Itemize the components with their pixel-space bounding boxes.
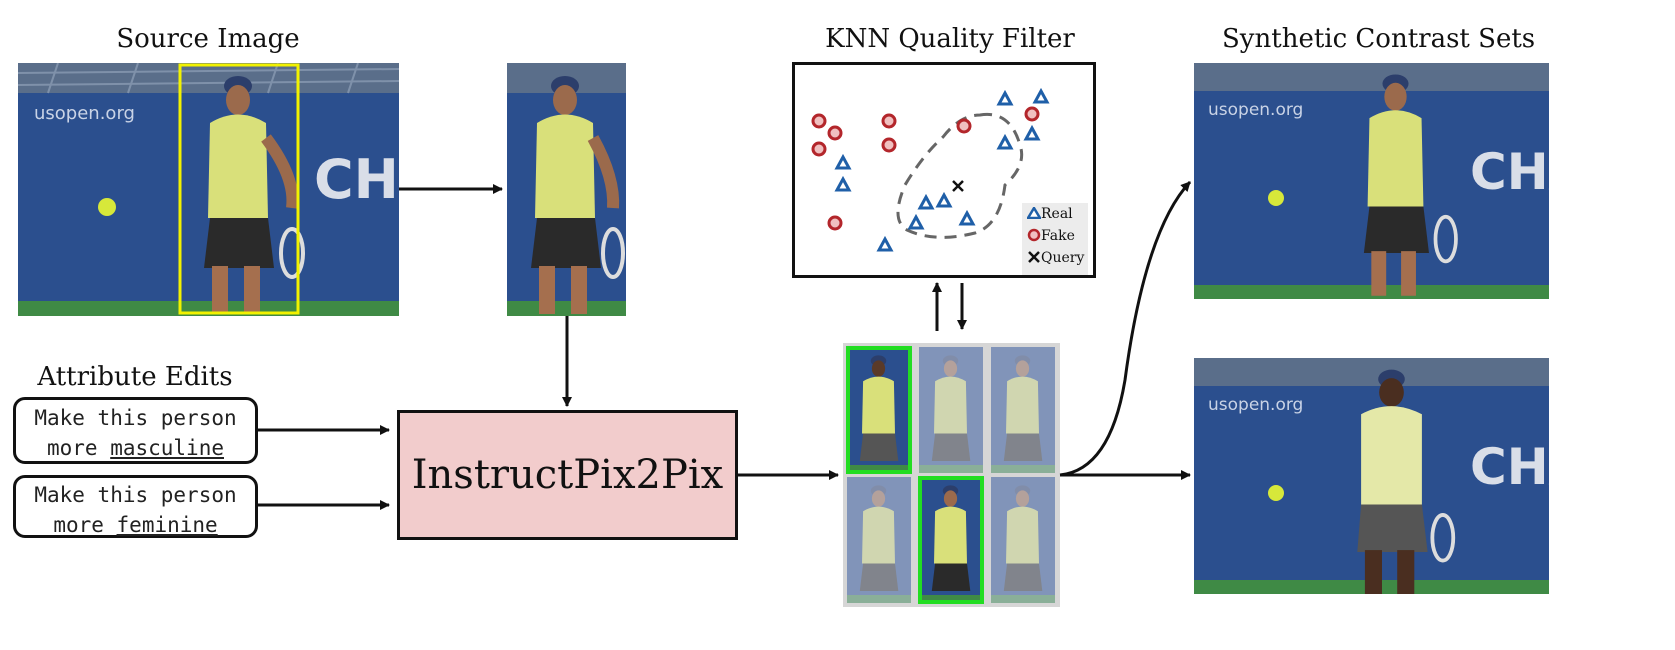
attribute-word: feminine xyxy=(116,513,218,537)
real-points xyxy=(834,87,1050,252)
sponsor-text: usopen.org xyxy=(1208,100,1303,120)
attribute-word: masculine xyxy=(110,436,224,460)
generated-image-1 xyxy=(846,346,912,474)
circle-marker-icon xyxy=(1027,228,1041,242)
knn-filter-title: KNN Quality Filter xyxy=(825,24,1075,54)
legend: Real Fake Query xyxy=(1022,203,1088,275)
sponsor-text: usopen.org xyxy=(34,103,135,124)
instructpix2pix-box: InstructPix2Pix xyxy=(397,410,738,540)
prompt-masculine: Make this person more masculine xyxy=(13,397,258,464)
generated-image-4 xyxy=(847,477,911,603)
generated-image-5 xyxy=(918,476,984,604)
wall-text: CHA xyxy=(314,148,399,211)
source-image-title: Source Image xyxy=(116,24,300,54)
prompt-line2: more feminine xyxy=(53,513,218,537)
output-feminine-image: usopen.org CHA xyxy=(1194,63,1549,299)
generated-image-6 xyxy=(991,477,1055,603)
output-masculine-image: usopen.org CHA xyxy=(1194,358,1549,594)
prompt-line1: Make this person xyxy=(34,406,237,430)
generated-image-3 xyxy=(991,347,1055,473)
generated-images-grid xyxy=(843,343,1060,607)
knn-filter-panel: Real Fake Query xyxy=(792,62,1096,278)
source-image: usopen.org CHA xyxy=(18,63,399,316)
wall-text: CHA xyxy=(1470,143,1549,201)
synthetic-sets-title: Synthetic Contrast Sets xyxy=(1222,24,1536,54)
legend-fake: Fake xyxy=(1022,225,1088,247)
legend-query: Query xyxy=(1022,247,1088,269)
prompt-line1: Make this person xyxy=(34,483,237,507)
prompt-feminine: Make this person more feminine xyxy=(13,475,258,538)
query-point xyxy=(952,180,964,192)
arrow-icon xyxy=(1059,180,1192,477)
cross-marker-icon xyxy=(1028,251,1040,263)
cropped-image xyxy=(507,63,626,316)
attribute-edits-title: Attribute Edits xyxy=(37,362,233,392)
fake-points xyxy=(811,106,1040,231)
sponsor-text: usopen.org xyxy=(1208,395,1303,415)
generated-image-2 xyxy=(919,347,983,473)
triangle-marker-icon xyxy=(1025,205,1043,220)
wall-text: CHA xyxy=(1470,438,1549,496)
legend-real: Real xyxy=(1022,203,1088,225)
prompt-line2: more masculine xyxy=(46,436,224,460)
neighborhood-boundary xyxy=(896,112,1024,239)
